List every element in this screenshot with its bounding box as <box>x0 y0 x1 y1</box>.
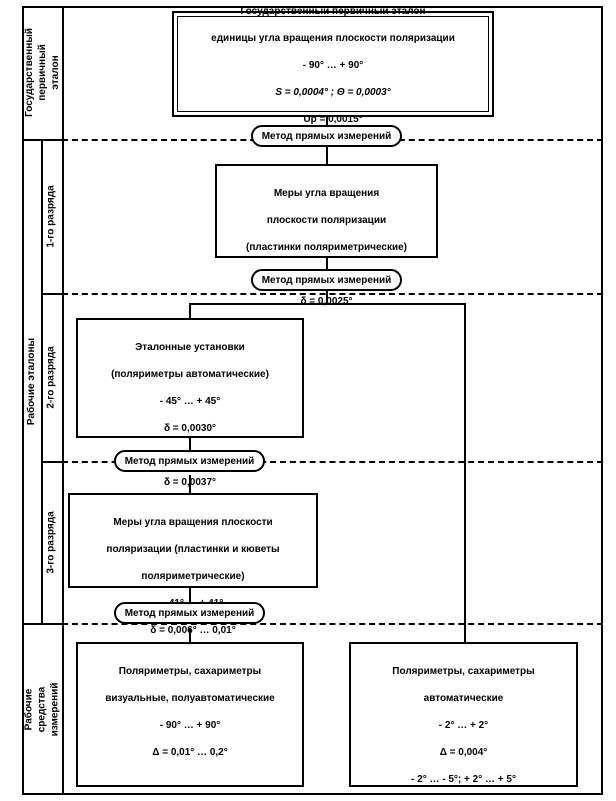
connector-rank2-to-method3 <box>189 437 191 451</box>
side-label-text: Рабочие средства измерений <box>23 682 61 737</box>
box-rank2-installations: Эталонные установки (поляриметры автомат… <box>76 318 304 488</box>
text-line: - 2° … + 2° <box>438 719 489 731</box>
connector-method2-down <box>326 290 328 304</box>
box-rank3-measures: Меры угла вращения плоскости поляризации… <box>68 493 318 636</box>
text-line: - 90° … + 90° <box>159 719 221 731</box>
method-oval-3-label: Метод прямых измерений <box>124 455 255 467</box>
box-rank1-measures: Меры угла вращения плоскости поляризации… <box>215 164 438 307</box>
box-rank2-installations-text: Эталонные установки (поляриметры автомат… <box>105 320 275 507</box>
connector-rank3-to-method4 <box>189 587 191 603</box>
text-line: δ = 0,0037° <box>163 476 217 488</box>
side-label-rank-2: 2-го разряда <box>41 294 62 461</box>
section-rule-2 <box>41 293 63 295</box>
text-line: (поляриметры автоматические) <box>111 368 269 380</box>
column-divider-outer <box>41 140 43 624</box>
method-oval-1: Метод прямых измерений <box>251 125 402 147</box>
text-line: Государственный первичный эталон <box>240 5 426 17</box>
text-line: S = 0,0004° ; Θ = 0,0003° <box>275 86 391 98</box>
text-line: δ = 0,0025° <box>300 295 353 307</box>
text-line: поляризации (пластинки и кюветы <box>106 543 280 555</box>
method-oval-4-label: Метод прямых измерений <box>124 607 255 619</box>
side-label-text: Рабочие эталоны <box>26 337 37 426</box>
box-rank1-measures-text: Меры угла вращения плоскости поляризации… <box>240 166 413 326</box>
text-line: (пластинки поляриметрические) <box>245 241 408 253</box>
dashed-separator-2 <box>62 293 603 295</box>
connector-method3-to-rank3 <box>189 475 191 494</box>
branch-right-long-drop <box>464 303 466 642</box>
section-rule-1 <box>22 139 63 141</box>
branch-left-drop-to-rank2 <box>189 303 191 319</box>
text-line: δ = 0,006° … 0,01° <box>150 624 236 636</box>
text-line: визуальные, полуавтоматические <box>105 692 275 704</box>
connector-primary-to-method1 <box>326 116 328 132</box>
side-label-rank-3: 3-го разряда <box>41 462 62 623</box>
text-line: автоматические <box>423 692 504 704</box>
box-primary-standard: Государственный первичный эталон единицы… <box>172 6 494 125</box>
box-wmi-visual: Поляриметры, сахариметры визуальные, пол… <box>76 642 304 787</box>
side-label-working-measuring-instruments: Рабочие средства измерений <box>22 624 62 795</box>
text-line: - 2° … - 5°; + 2° … + 5° <box>411 773 516 785</box>
section-rule-3 <box>41 461 63 463</box>
connector-rank1-to-method2 <box>326 257 328 276</box>
box-primary-standard-text: Государственный первичный эталон единицы… <box>205 0 461 144</box>
text-line: плоскости поляризации <box>266 214 387 226</box>
method-oval-2-label: Метод прямых измерений <box>261 274 392 286</box>
branch-bus-horizontal <box>189 303 466 305</box>
text-line: Поляриметры, сахариметры <box>392 665 535 677</box>
box-wmi-automatic: Поляриметры, сахариметры автоматические … <box>349 642 578 801</box>
side-label-state-primary-standard: Государственный первичный эталон <box>22 6 62 139</box>
side-label-rank-1: 1-го разряда <box>41 140 62 293</box>
text-line: Меры угла вращения плоскости <box>113 516 273 528</box>
text-line: единицы угла вращения плоскости поляриза… <box>211 32 455 44</box>
box-wmi-visual-text: Поляриметры, сахариметры визуальные, пол… <box>99 644 280 777</box>
side-label-text: Государственный первичный эталон <box>23 28 61 117</box>
side-label-text: 1-го разряда <box>46 185 58 248</box>
method-oval-2: Метод прямых измерений <box>251 269 402 291</box>
text-line: Δ = 0,01° … 0,2° <box>152 746 228 758</box>
text-line: Up = 0,0015° <box>303 113 363 125</box>
dashed-separator-4 <box>62 623 603 625</box>
column-divider-labels <box>62 6 64 795</box>
text-line: поляриметрические) <box>141 570 245 582</box>
method-oval-1-label: Метод прямых измерений <box>261 130 392 142</box>
box-primary-standard-inner: Государственный первичный эталон единицы… <box>177 6 489 125</box>
method-oval-4: Метод прямых измерений <box>114 602 265 624</box>
connector-method4-to-wmi-visual <box>189 628 191 643</box>
method-oval-3: Метод прямых измерений <box>114 450 265 472</box>
text-line: - 45° … + 45° <box>159 395 221 407</box>
text-line: Меры угла вращения <box>273 187 380 199</box>
side-label-working-standards: Рабочие эталоны <box>22 140 41 623</box>
box-rank3-measures-text: Меры угла вращения плоскости поляризации… <box>100 495 285 655</box>
side-label-text: 2-го разряда <box>46 346 58 409</box>
connector-method1-to-rank1 <box>326 146 328 165</box>
diagram-outer-frame <box>22 6 603 795</box>
text-line: Эталонные установки <box>135 341 245 353</box>
dashed-separator-3 <box>62 461 603 463</box>
text-line: δ = 0,0030° <box>163 422 217 434</box>
text-line: - 90° … + 90° <box>302 59 364 71</box>
box-wmi-automatic-text: Поляриметры, сахариметры автоматические … <box>386 644 540 801</box>
text-line: Поляриметры, сахариметры <box>118 665 262 677</box>
section-rule-4 <box>22 623 63 625</box>
text-line: Δ = 0,004° <box>439 746 488 758</box>
side-label-text: 3-го разряда <box>46 511 58 574</box>
